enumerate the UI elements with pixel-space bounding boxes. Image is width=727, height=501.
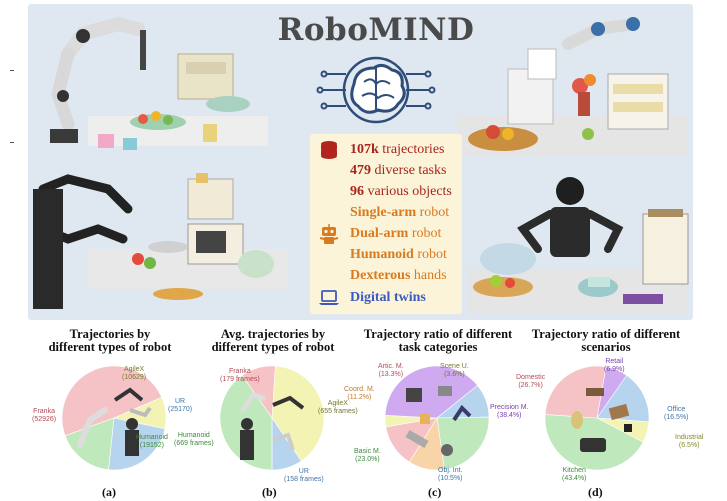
pie-slice-basic-m (436, 416, 490, 470)
page-title: RoboMIND (277, 12, 475, 48)
database-icon (318, 140, 340, 160)
laptop-icon (318, 288, 340, 308)
label-agilex-b: AgileX(655 frames) (318, 400, 358, 415)
stat-dexterous: Dexterous hands (318, 266, 447, 286)
stat-value: Single-arm (350, 205, 417, 220)
stats-panel: 107k trajectories 479 diverse tasks 96 v… (310, 134, 462, 314)
scene-ur-fruit (458, 17, 688, 156)
chart-d-title: Trajectory ratio of different scenarios (531, 327, 681, 354)
stat-value: Dual-arm (350, 226, 409, 241)
label-obj-c: Obj. Int.(10.5%) (438, 467, 463, 482)
stat-tasks: 479 diverse tasks (318, 161, 446, 181)
pie-slice-domestic (544, 365, 607, 419)
stat-digital-twins: Digital twins (318, 288, 426, 308)
label-humanoid-a: Humanoid(19152) (136, 434, 168, 449)
label-artic-c: Artic. M.(13.3%) (378, 363, 404, 378)
chart-a-title: Trajectories by different types of robot (48, 327, 172, 354)
stat-label: various objects (364, 184, 452, 199)
margin-tick (10, 142, 14, 143)
stat-value: Digital twins (350, 290, 426, 305)
stat-label: hands (410, 268, 447, 283)
stat-single-arm: Single-arm robot (318, 203, 449, 223)
robot-silhouettes-a (77, 387, 152, 456)
label-franka-a: Franka(52926) (32, 408, 57, 423)
label-humanoid-b: Humanoid(669 frames) (174, 432, 214, 447)
stat-value: Dexterous (350, 268, 411, 283)
brain-circuit-logo (316, 56, 436, 124)
stat-label: trajectories (378, 142, 445, 157)
stat-humanoid: Humanoid robot (318, 245, 447, 265)
stat-value: 96 (350, 184, 364, 199)
chart-b-title: Avg. trajectories by different types of … (211, 327, 335, 354)
label-kitchen-d: Kitchen(43.4%) (562, 467, 587, 482)
label-coord-c: Coord. M.(11.2%) (344, 386, 375, 401)
stat-label: robot (416, 205, 450, 220)
stat-value: 479 (350, 163, 371, 178)
pie-slice-humanoid (64, 417, 115, 471)
database-icon-spacer (318, 161, 340, 181)
stat-trajectories: 107k trajectories (318, 140, 444, 160)
stat-value: 107k (350, 142, 379, 157)
stat-objects: 96 various objects (318, 182, 452, 202)
scenario-object-thumbnails (571, 388, 632, 452)
robot-silhouettes-b (240, 392, 305, 460)
label-franka-b: Franka(179 frames) (220, 368, 260, 383)
label-industrial-d: Industrial(6.5%) (675, 434, 704, 449)
task-object-thumbnails (405, 386, 472, 456)
stat-dual-arm: Dual-arm robot (318, 224, 441, 244)
robomind-banner: RoboMIND 107k trajectories 479 diverse t… (28, 4, 693, 320)
label-office-d: Office(16.5%) (664, 406, 689, 421)
scene-dual-arm-kitchen (33, 173, 288, 309)
label-agilex-a: AgileX(10629) (122, 366, 147, 381)
margin-tick (10, 70, 14, 71)
label-ur-b: UR(158 frames) (284, 468, 324, 483)
subfigure-label-b: (b) (262, 485, 277, 499)
label-scene-c: Scene U.(3.6%) (440, 363, 469, 378)
subfigure-label-d: (d) (588, 485, 603, 499)
chart-c-title: Trajectory ratio of different task categ… (363, 327, 513, 354)
scene-humanoid (468, 177, 689, 314)
subfigure-label-c: (c) (428, 485, 442, 499)
pie-slice-precision-m (384, 365, 478, 419)
pie-slice-franka (61, 365, 163, 437)
label-retail-d: Retail(6.9%) (604, 358, 625, 373)
label-ur-a: UR(25170) (168, 398, 193, 413)
stat-label: robot (413, 247, 447, 262)
label-basic-c: Basic M.(23.0%) (354, 448, 381, 463)
subfigure-label-a: (a) (102, 485, 116, 499)
label-domestic-d: Domestic(26.7%) (516, 374, 546, 389)
stat-value: Humanoid (350, 247, 414, 262)
stat-label: robot (408, 226, 442, 241)
stat-label: diverse tasks (371, 163, 447, 178)
scene-franka-table (50, 16, 268, 150)
robot-icon (318, 224, 340, 244)
label-precision-c: Precision M.(38.4%) (490, 404, 529, 419)
pie-slice-agilex (271, 365, 325, 462)
